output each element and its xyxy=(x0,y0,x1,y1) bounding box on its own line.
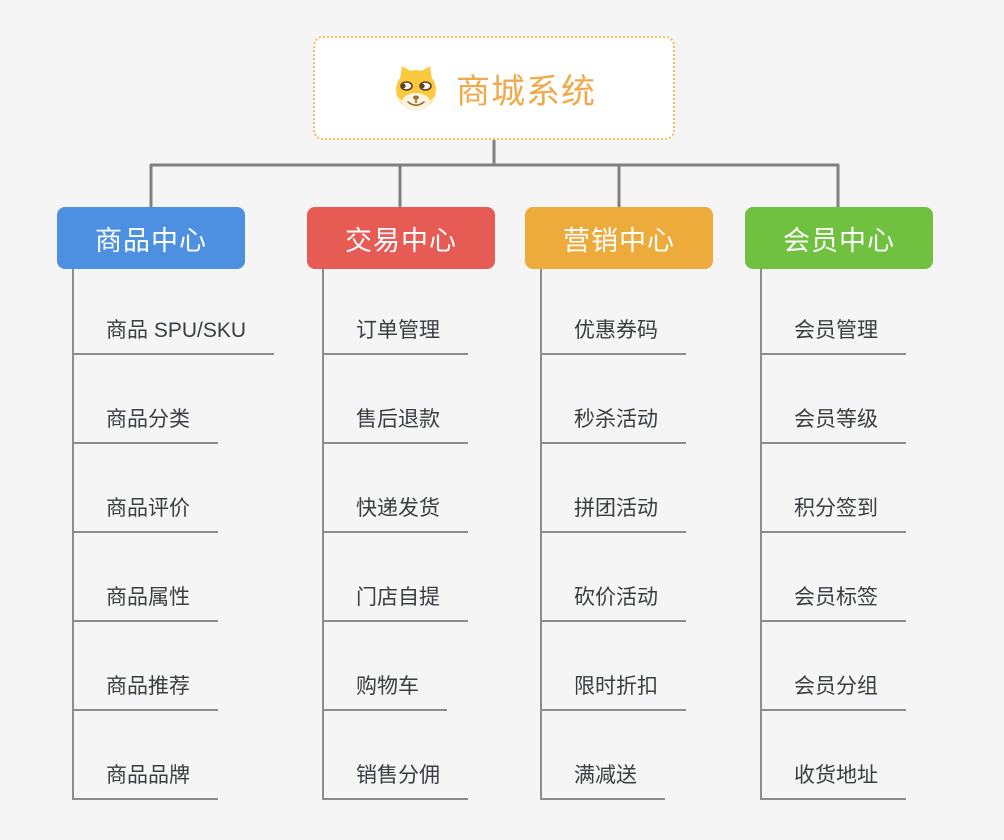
branch-column-2: 交易中心 订单管理售后退款快递发货门店自提购物车销售分佣 xyxy=(307,207,495,800)
branch-column-1: 商品中心 商品 SPU/SKU 商品分类商品评价商品属性商品推荐商品品牌 xyxy=(57,207,275,800)
leaf-item[interactable]: 积分签到 xyxy=(760,493,906,533)
leaf-item[interactable]: 会员管理 xyxy=(760,315,906,355)
branch-rail-line xyxy=(149,163,840,209)
leaf-item[interactable]: 商品属性 xyxy=(72,582,218,622)
leaf-item[interactable]: 商品品牌 xyxy=(72,760,218,800)
leaf-item[interactable]: 会员等级 xyxy=(760,404,906,444)
leaf-item[interactable]: 会员标签 xyxy=(760,582,906,622)
branch-spine-line xyxy=(322,269,324,800)
leaf-item[interactable]: 商品评价 xyxy=(72,493,218,533)
root-node[interactable]: 商城系统 xyxy=(313,36,675,140)
branch-spine-line xyxy=(72,269,74,800)
branch-header[interactable]: 营销中心 xyxy=(525,207,713,269)
leaf-item[interactable]: 购物车 xyxy=(322,671,447,711)
leaf-item[interactable]: 收货地址 xyxy=(760,760,906,800)
root-node-title: 商城系统 xyxy=(456,72,596,111)
branch-column-3: 营销中心 优惠券码秒杀活动拼团活动砍价活动限时折扣满减送 xyxy=(525,207,713,800)
leaf-item[interactable]: 优惠券码 xyxy=(540,315,686,355)
leaf-item[interactable]: 秒杀活动 xyxy=(540,404,686,444)
branch-column-4: 会员中心 会员管理会员等级积分签到会员标签会员分组收货地址 xyxy=(745,207,933,800)
branch-header[interactable]: 会员中心 xyxy=(745,207,933,269)
leaf-item[interactable]: 砍价活动 xyxy=(540,582,686,622)
leaf-item[interactable]: 门店自提 xyxy=(322,582,468,622)
leaf-item[interactable]: 订单管理 xyxy=(322,315,468,355)
leaf-item[interactable]: 商品推荐 xyxy=(72,671,218,711)
branch-spine-line xyxy=(540,269,542,800)
leaf-item[interactable]: 拼团活动 xyxy=(540,493,686,533)
leaf-item[interactable]: 商品分类 xyxy=(72,404,218,444)
leaf-item[interactable]: 快递发货 xyxy=(322,493,468,533)
branch-spine-line xyxy=(760,269,762,800)
leaf-item[interactable]: 会员分组 xyxy=(760,671,906,711)
leaf-item[interactable]: 售后退款 xyxy=(322,404,468,444)
leaf-item[interactable]: 满减送 xyxy=(540,760,665,800)
branch-header[interactable]: 交易中心 xyxy=(307,207,495,269)
leaf-item[interactable]: 商品 SPU/SKU xyxy=(72,315,275,355)
branch-header[interactable]: 商品中心 xyxy=(57,207,245,269)
leaf-item[interactable]: 销售分佣 xyxy=(322,760,468,800)
leaf-item[interactable]: 限时折扣 xyxy=(540,671,686,711)
doge-icon xyxy=(396,66,436,111)
